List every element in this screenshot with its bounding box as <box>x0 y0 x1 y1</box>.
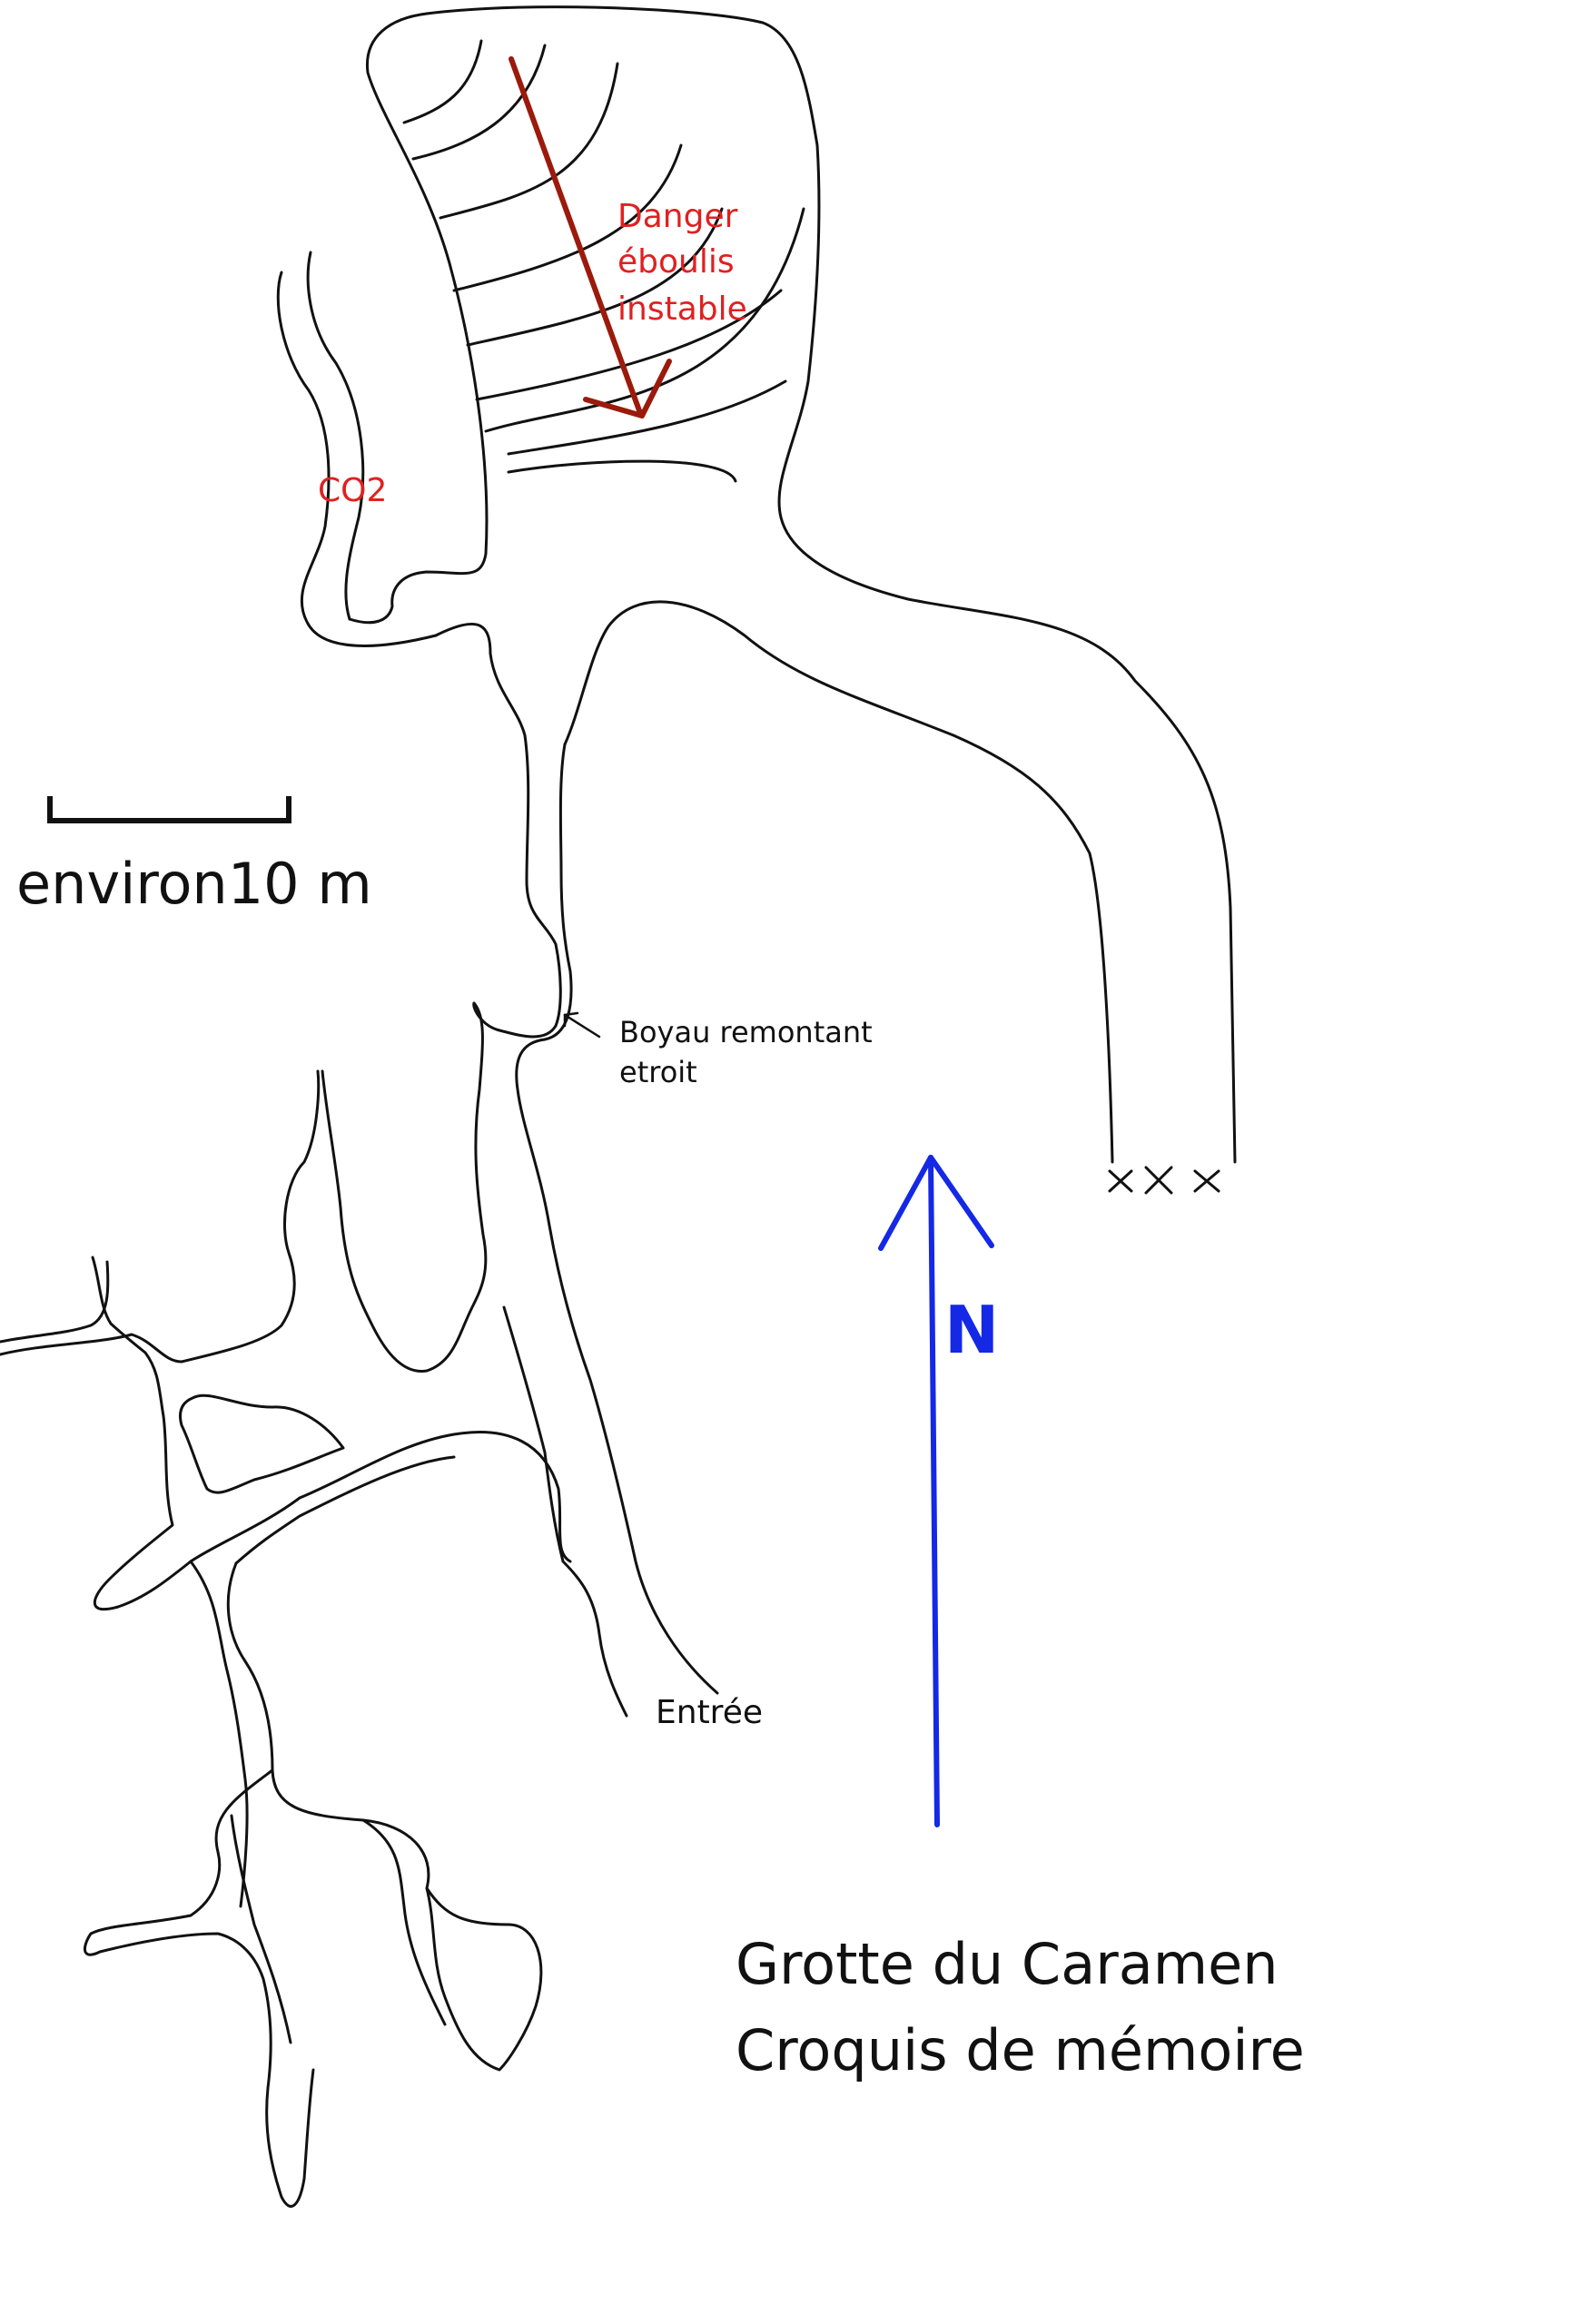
title-line1: Grotte du Caramen <box>736 1931 1279 1997</box>
west-branch-southwest <box>361 1818 543 2072</box>
cave-outline <box>0 5 1237 2208</box>
upper-chamber-right-wall <box>425 5 1237 1164</box>
west-branch-lower <box>189 1560 510 1926</box>
main-passage-east-wall <box>543 743 573 1041</box>
west-branch-south <box>83 1768 315 2208</box>
scree-line <box>452 143 683 292</box>
scree-line <box>484 207 805 433</box>
cross-mark <box>1193 1169 1220 1193</box>
boyau-label-line2: etroit <box>619 1055 697 1089</box>
scree-line <box>507 379 787 456</box>
danger-label-line1: Danger <box>617 198 738 235</box>
east-passage-inner-wall <box>563 600 1114 1164</box>
upper-chamber-left-wall <box>348 12 489 625</box>
scree-line <box>507 459 737 483</box>
boyau-pointer <box>563 1011 601 1039</box>
lower-passage-west-wall <box>321 1001 488 1373</box>
scale-label: environ10 m <box>16 851 372 917</box>
co2-passage-outer <box>276 271 438 647</box>
entree-label: Entrée <box>656 1694 763 1731</box>
west-branch-upper-right <box>91 1256 193 1611</box>
scree-line <box>466 207 724 347</box>
scale-bar <box>47 796 291 823</box>
boyau-label-line1: Boyau remontant <box>619 1015 873 1049</box>
lower-passage-east-wall <box>472 1001 719 1695</box>
main-passage-west-wall <box>434 622 562 1028</box>
co2-label: CO2 <box>318 472 387 509</box>
cross-mark <box>1108 1169 1133 1193</box>
end-of-passage-crosses <box>1108 1166 1220 1195</box>
danger-label-line3: instable <box>617 290 747 328</box>
lower-passage-bend <box>502 1305 628 1718</box>
west-branch-upper-left <box>0 1069 321 1364</box>
scree-line <box>402 39 483 124</box>
co2-passage-inner <box>306 251 365 621</box>
scree-hatch <box>402 39 805 483</box>
scree-line <box>475 289 783 401</box>
danger-arrow <box>509 56 672 419</box>
north-arrow <box>878 1155 994 1827</box>
west-branch-loop <box>179 1393 345 1494</box>
danger-label-line2: éboulis <box>617 243 735 281</box>
west-branch-middle <box>189 1431 572 1565</box>
scree-line <box>411 44 547 161</box>
north-label: N <box>944 1292 999 1368</box>
title-line2: Croquis de mémoire <box>736 2017 1305 2083</box>
cross-mark <box>1144 1166 1173 1195</box>
